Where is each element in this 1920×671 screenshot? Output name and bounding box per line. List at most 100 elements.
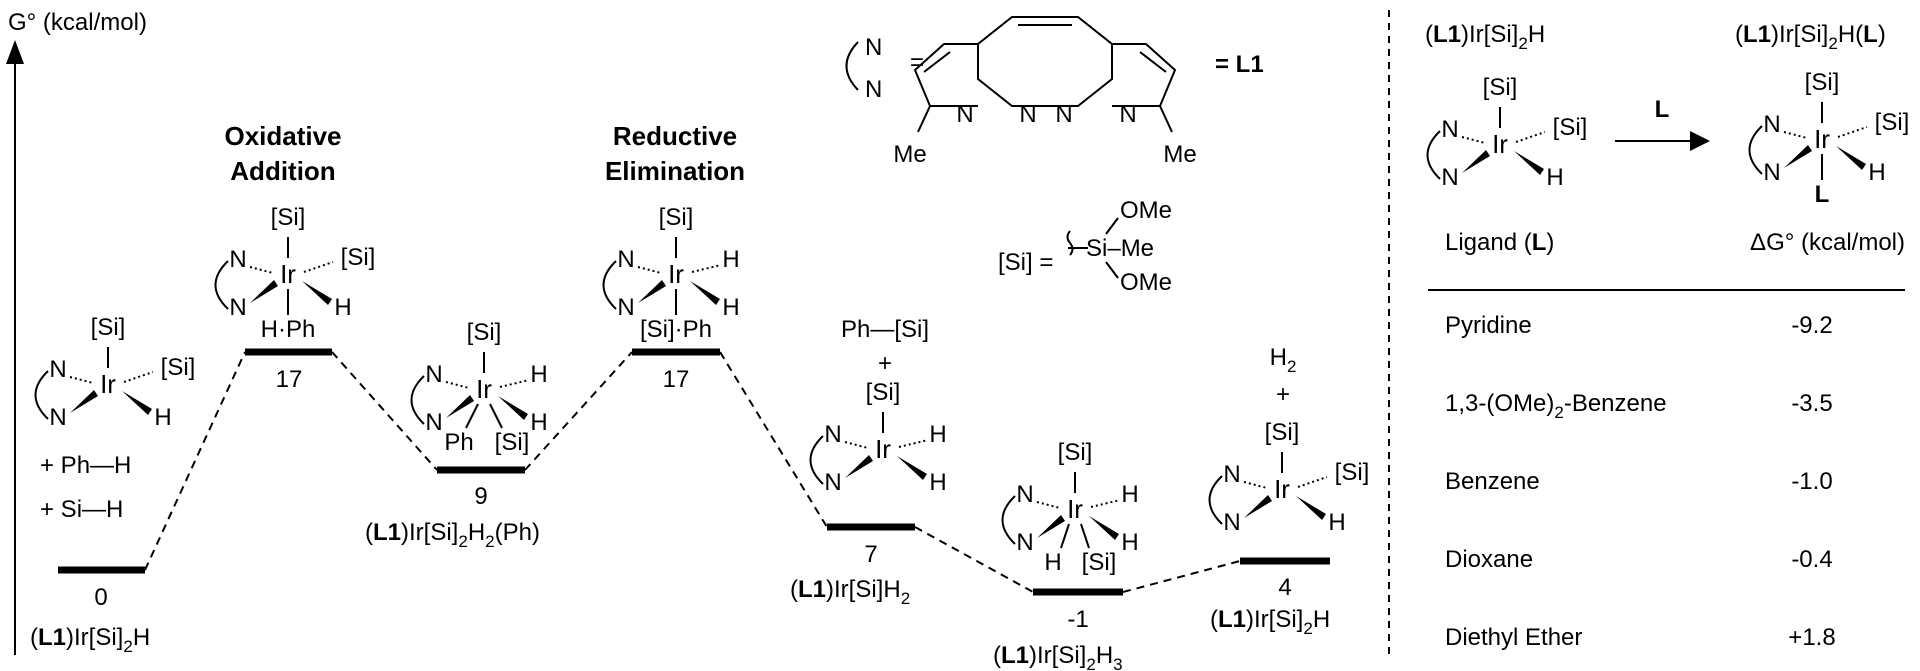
svg-text:H: H [722,246,739,273]
svg-text:N: N [865,76,882,103]
svg-text:Ir: Ir [1067,494,1083,524]
svg-text:[Si]: [Si] [1483,74,1518,101]
svg-text:N: N [49,404,66,431]
svg-text:H: H [530,409,547,436]
phenanthroline-structure [913,16,1177,133]
svg-text:N: N [824,469,841,496]
level-label-6: (L1)Ir[Si]2H [1210,606,1330,638]
svg-text:[Si]·Ph: [Si]·Ph [640,316,712,343]
svg-text:Ir: Ir [100,369,116,399]
svg-text:[Si]: [Si] [1058,439,1093,466]
svg-text:N: N [617,246,634,273]
svg-text:[Si]: [Si] [1805,69,1840,96]
table-cell-ligand: Diethyl Ether [1445,624,1582,651]
svg-text:[Si]: [Si] [1082,549,1117,576]
svg-text:Ir: Ir [668,259,684,289]
panel-complex-right: [Si] Ir N N [Si] H L [1748,69,1910,208]
table-cell-dg: -0.4 [1791,546,1832,573]
svg-text:= L1: = L1 [1215,51,1264,78]
panel-right-title: (L1)Ir[Si]2H(L) [1735,21,1886,53]
table-cell-ligand: 1,3-(OMe)2-Benzene [1445,390,1667,422]
level-value-0: 0 [94,584,107,611]
svg-text:[Si]: [Si] [467,319,502,346]
svg-text:H: H [929,421,946,448]
svg-text:[Si]: [Si] [866,379,901,406]
reagent-ph-h: + Ph—H [40,452,131,479]
svg-text:[Si]: [Si] [1335,459,1370,486]
svg-text:H: H [334,294,351,321]
svg-text:N: N [425,409,442,436]
svg-text:Me: Me [1163,141,1196,168]
svg-text:[Si]: [Si] [495,429,530,456]
svg-text:[Si]: [Si] [91,314,126,341]
svg-text:N: N [956,101,973,128]
step-heading-addition: Addition [230,156,335,186]
svg-text:Ph: Ph [444,429,473,456]
svg-text:[Si]: [Si] [659,204,694,231]
level-label-0: (L1)Ir[Si]2H [30,624,150,656]
svg-text:N: N [1019,101,1036,128]
svg-text:N: N [425,361,442,388]
svg-text:OMe: OMe [1120,269,1172,296]
byproduct-plus-2: + [1276,381,1290,408]
level-value-6: 4 [1278,574,1291,601]
svg-text:N: N [229,294,246,321]
svg-text:N: N [1441,116,1458,143]
svg-text:[Si]: [Si] [1265,419,1300,446]
svg-text:H: H [1546,164,1563,191]
svg-text:N: N [617,294,634,321]
svg-text:[Si]: [Si] [1875,109,1910,136]
ir-complex-6: [Si] Ir N N [Si] H [1208,419,1370,536]
table-cell-dg: -3.5 [1791,390,1832,417]
level-value-3: 17 [663,366,690,393]
svg-text:H: H [1121,481,1138,508]
svg-text:H: H [1328,509,1345,536]
panel-left-title: (L1)Ir[Si]2H [1425,21,1545,53]
svg-text:[Si]: [Si] [271,204,306,231]
ir-complex-1: [Si] Ir N N [Si] H H·Ph [214,204,376,343]
svg-text:Si–Me: Si–Me [1086,235,1154,262]
svg-text:N: N [1441,164,1458,191]
svg-text:Ir: Ir [1492,129,1508,159]
svg-text:N: N [1055,101,1072,128]
svg-text:N: N [824,421,841,448]
svg-text:Ir: Ir [1814,124,1830,154]
svg-text:H: H [154,404,171,431]
svg-text:N: N [229,246,246,273]
svg-text:N: N [1763,111,1780,138]
table-header-ligand: Ligand (L) [1445,229,1554,256]
level-value-4: 7 [864,541,877,568]
ligand-legend: N N = N N N N Me Me = L1 [Si] = Si–Me OM… [845,16,1264,296]
svg-text:N: N [865,34,882,61]
ir-complex-4: [Si] Ir N N H H [809,379,947,496]
y-axis-label: G° (kcal/mol) [8,9,147,36]
svg-text:H·Ph: H·Ph [261,316,316,343]
svg-text:N: N [1119,101,1136,128]
ir-complex-5: [Si] Ir N N H H H [Si] [1001,439,1139,576]
step-heading-oxidative: Oxidative [224,121,341,151]
svg-text:Me: Me [893,141,926,168]
step-heading-elimination: Elimination [605,156,745,186]
svg-text:N: N [1223,509,1240,536]
svg-text:[Si]: [Si] [1553,114,1588,141]
svg-text:N: N [49,356,66,383]
table-cell-ligand: Dioxane [1445,546,1533,573]
ir-complex-3: [Si] Ir N N H H [Si]·Ph [602,204,740,343]
svg-text:L: L [1815,181,1830,208]
level-label-2: (L1)Ir[Si]2H2(Ph) [365,519,540,551]
table-cell-dg: -9.2 [1791,312,1832,339]
svg-text:N: N [1223,461,1240,488]
svg-text:[Si]: [Si] [341,244,376,271]
svg-text:N: N [1016,529,1033,556]
table-header-dg: ΔG° (kcal/mol) [1750,229,1905,256]
byproduct-ph-si: Ph—[Si] [841,316,929,343]
ir-complex-0: [Si] Ir N N [Si] H [34,314,195,431]
svg-text:N: N [1763,159,1780,186]
svg-text:Ir: Ir [1274,474,1290,504]
svg-text:N: N [1016,481,1033,508]
panel-arrow-label: L [1655,96,1670,123]
step-heading-reductive: Reductive [613,121,737,151]
svg-text:H: H [1868,159,1885,186]
svg-text:H: H [1121,529,1138,556]
